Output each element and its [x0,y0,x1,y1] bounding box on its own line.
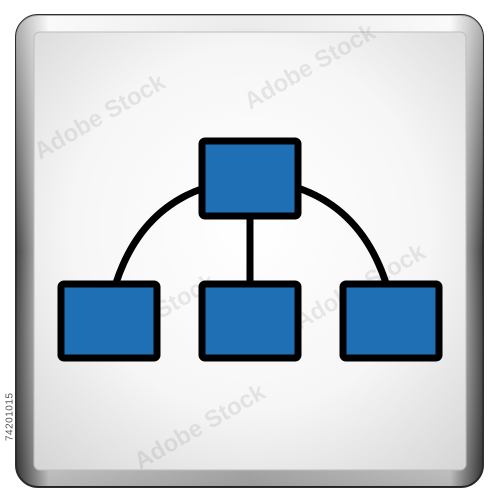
child-box-right [339,280,443,362]
connector-arc [112,184,390,287]
child-box-left [57,280,161,362]
root-box [198,137,302,220]
stock-id-label: 74201015 [4,392,16,442]
sitemap-icon [57,137,443,362]
child-box-center [198,280,302,362]
